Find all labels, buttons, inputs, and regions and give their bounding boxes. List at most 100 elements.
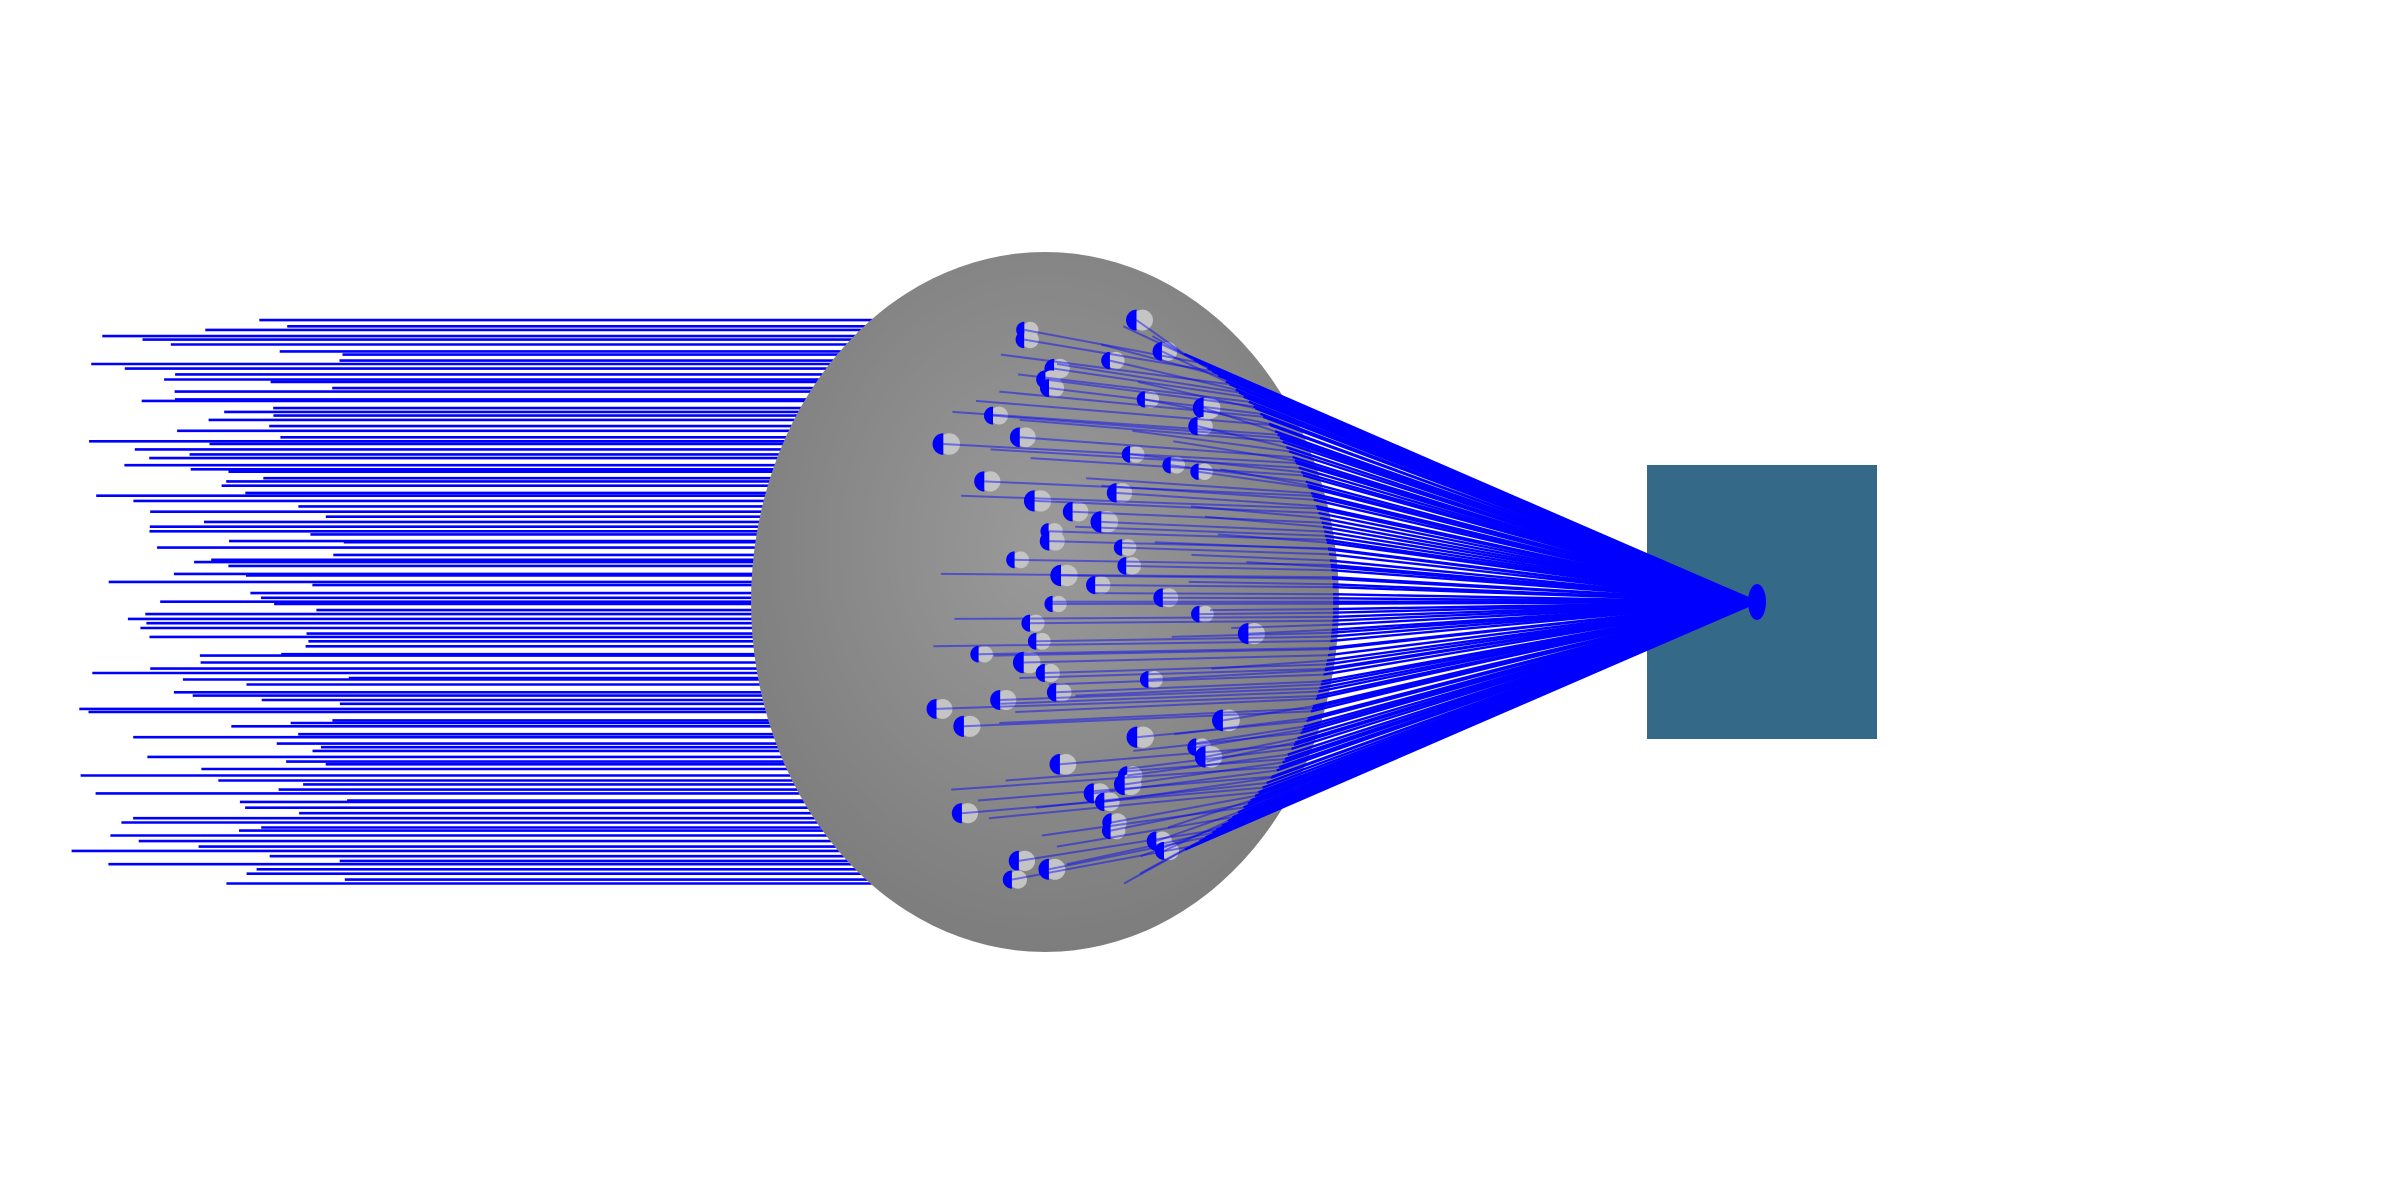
internal-ray [1197, 425, 1287, 449]
internal-ray [1048, 530, 1327, 541]
internal-ray [988, 791, 1259, 820]
ray-hit-marker [1117, 557, 1142, 575]
internal-ray [1011, 845, 1192, 881]
ray-hit-marker [970, 645, 993, 663]
internal-ray [1163, 820, 1229, 852]
hit-marker-dark [970, 645, 979, 663]
hit-marker-light [938, 433, 961, 455]
converging-rays [933, 319, 1758, 885]
hit-marker-dark [1012, 651, 1024, 674]
ray-hit-marker [1152, 342, 1178, 361]
ray-hit-marker [1002, 870, 1028, 889]
internal-ray [1072, 510, 1322, 524]
ray-hit-marker [1121, 446, 1145, 463]
internal-ray [1162, 596, 1334, 600]
hit-marker-dark [1101, 821, 1111, 840]
internal-ray [1246, 561, 1331, 568]
ray-hit-marker [953, 715, 981, 737]
internal-ray [1000, 353, 1230, 386]
internal-ray [1151, 335, 1209, 369]
internal-ray [933, 640, 1331, 648]
internal-ray [1030, 457, 1303, 477]
internal-ray [1173, 440, 1295, 462]
hit-marker-dark [1006, 551, 1015, 569]
ray-hit-marker [990, 689, 1017, 711]
internal-ray [1188, 580, 1333, 586]
internal-ray [1248, 628, 1332, 635]
internal-ray [1217, 533, 1327, 544]
internal-ray [1101, 484, 1314, 501]
ray-hit-marker [974, 471, 1001, 492]
hit-marker-light [1198, 397, 1221, 419]
hit-marker-dark [1187, 738, 1197, 757]
ray-hit-marker [1006, 551, 1030, 569]
hit-marker-light [1068, 501, 1089, 522]
internal-ray [1056, 816, 1233, 848]
hit-marker-light [996, 689, 1017, 711]
hit-marker-dark [1101, 351, 1110, 370]
hit-marker-dark [926, 698, 937, 719]
hit-marker-dark [1027, 632, 1037, 650]
hit-marker-dark [1044, 595, 1053, 613]
internal-ray [963, 710, 1311, 728]
hit-marker-light [1197, 605, 1214, 623]
hit-marker-dark [1192, 397, 1204, 419]
hit-marker-light [1218, 709, 1240, 732]
hit-marker-dark [1152, 342, 1162, 361]
internal-ray [978, 647, 1330, 656]
hit-marker-dark [1083, 783, 1094, 804]
ray-hit-marker [1237, 623, 1265, 645]
hit-marker-dark [1139, 671, 1149, 688]
ray-hit-marker [1015, 330, 1039, 349]
internal-ray [1191, 553, 1331, 562]
ray-hit-marker [1139, 671, 1163, 688]
ray-hit-marker [1086, 575, 1111, 595]
internal-ray [960, 494, 1318, 510]
internal-ray [1093, 769, 1277, 795]
ray-hit-marker [1009, 427, 1036, 448]
internal-ray [1174, 717, 1308, 736]
hit-marker-light [1123, 557, 1142, 575]
internal-ray [1023, 654, 1329, 664]
hit-marker-dark [1015, 330, 1025, 349]
hit-marker-dark [1188, 416, 1198, 436]
ray-hit-marker [1162, 456, 1186, 474]
hit-marker-dark [1212, 709, 1223, 732]
hit-marker-light [1055, 753, 1077, 775]
hit-marker-light [1012, 551, 1030, 569]
ray-hit-marker [1039, 531, 1065, 551]
ray-hit-marker [1191, 605, 1214, 623]
hit-marker-dark [1126, 309, 1137, 331]
internal-ray [1211, 659, 1327, 670]
hit-marker-light [989, 406, 1009, 425]
internal-ray [1124, 761, 1283, 786]
internal-ray [1125, 747, 1292, 770]
internal-ray [951, 766, 1280, 791]
internal-ray [1190, 505, 1321, 519]
hit-marker-light [1101, 792, 1120, 812]
ray-hit-marker [1012, 651, 1041, 674]
internal-ray [1155, 811, 1239, 843]
ray-hit-marker [1027, 632, 1051, 650]
hit-marker-dark [1086, 575, 1096, 595]
internal-ray [1129, 453, 1302, 474]
ray-hit-marker [1021, 614, 1045, 632]
hit-marker-dark [1039, 531, 1050, 551]
internal-ray [1060, 574, 1333, 580]
hit-marker-light [1015, 427, 1036, 448]
ray-hit-marker [1035, 663, 1060, 683]
ray-hit-marker [1188, 416, 1213, 436]
internal-ray [1104, 776, 1272, 803]
hit-marker-dark [1162, 456, 1171, 474]
internal-ray [1137, 380, 1256, 410]
hit-marker-dark [1035, 663, 1045, 683]
internal-ray [1053, 367, 1244, 398]
hit-marker-light [1018, 651, 1041, 674]
hit-marker-light [1200, 746, 1223, 768]
hit-marker-dark [1190, 463, 1199, 480]
hit-marker-dark [1023, 490, 1035, 512]
internal-ray [1005, 758, 1285, 782]
hit-marker-dark [1113, 539, 1123, 556]
internal-ray [1024, 338, 1213, 373]
internal-ray [1127, 753, 1288, 777]
